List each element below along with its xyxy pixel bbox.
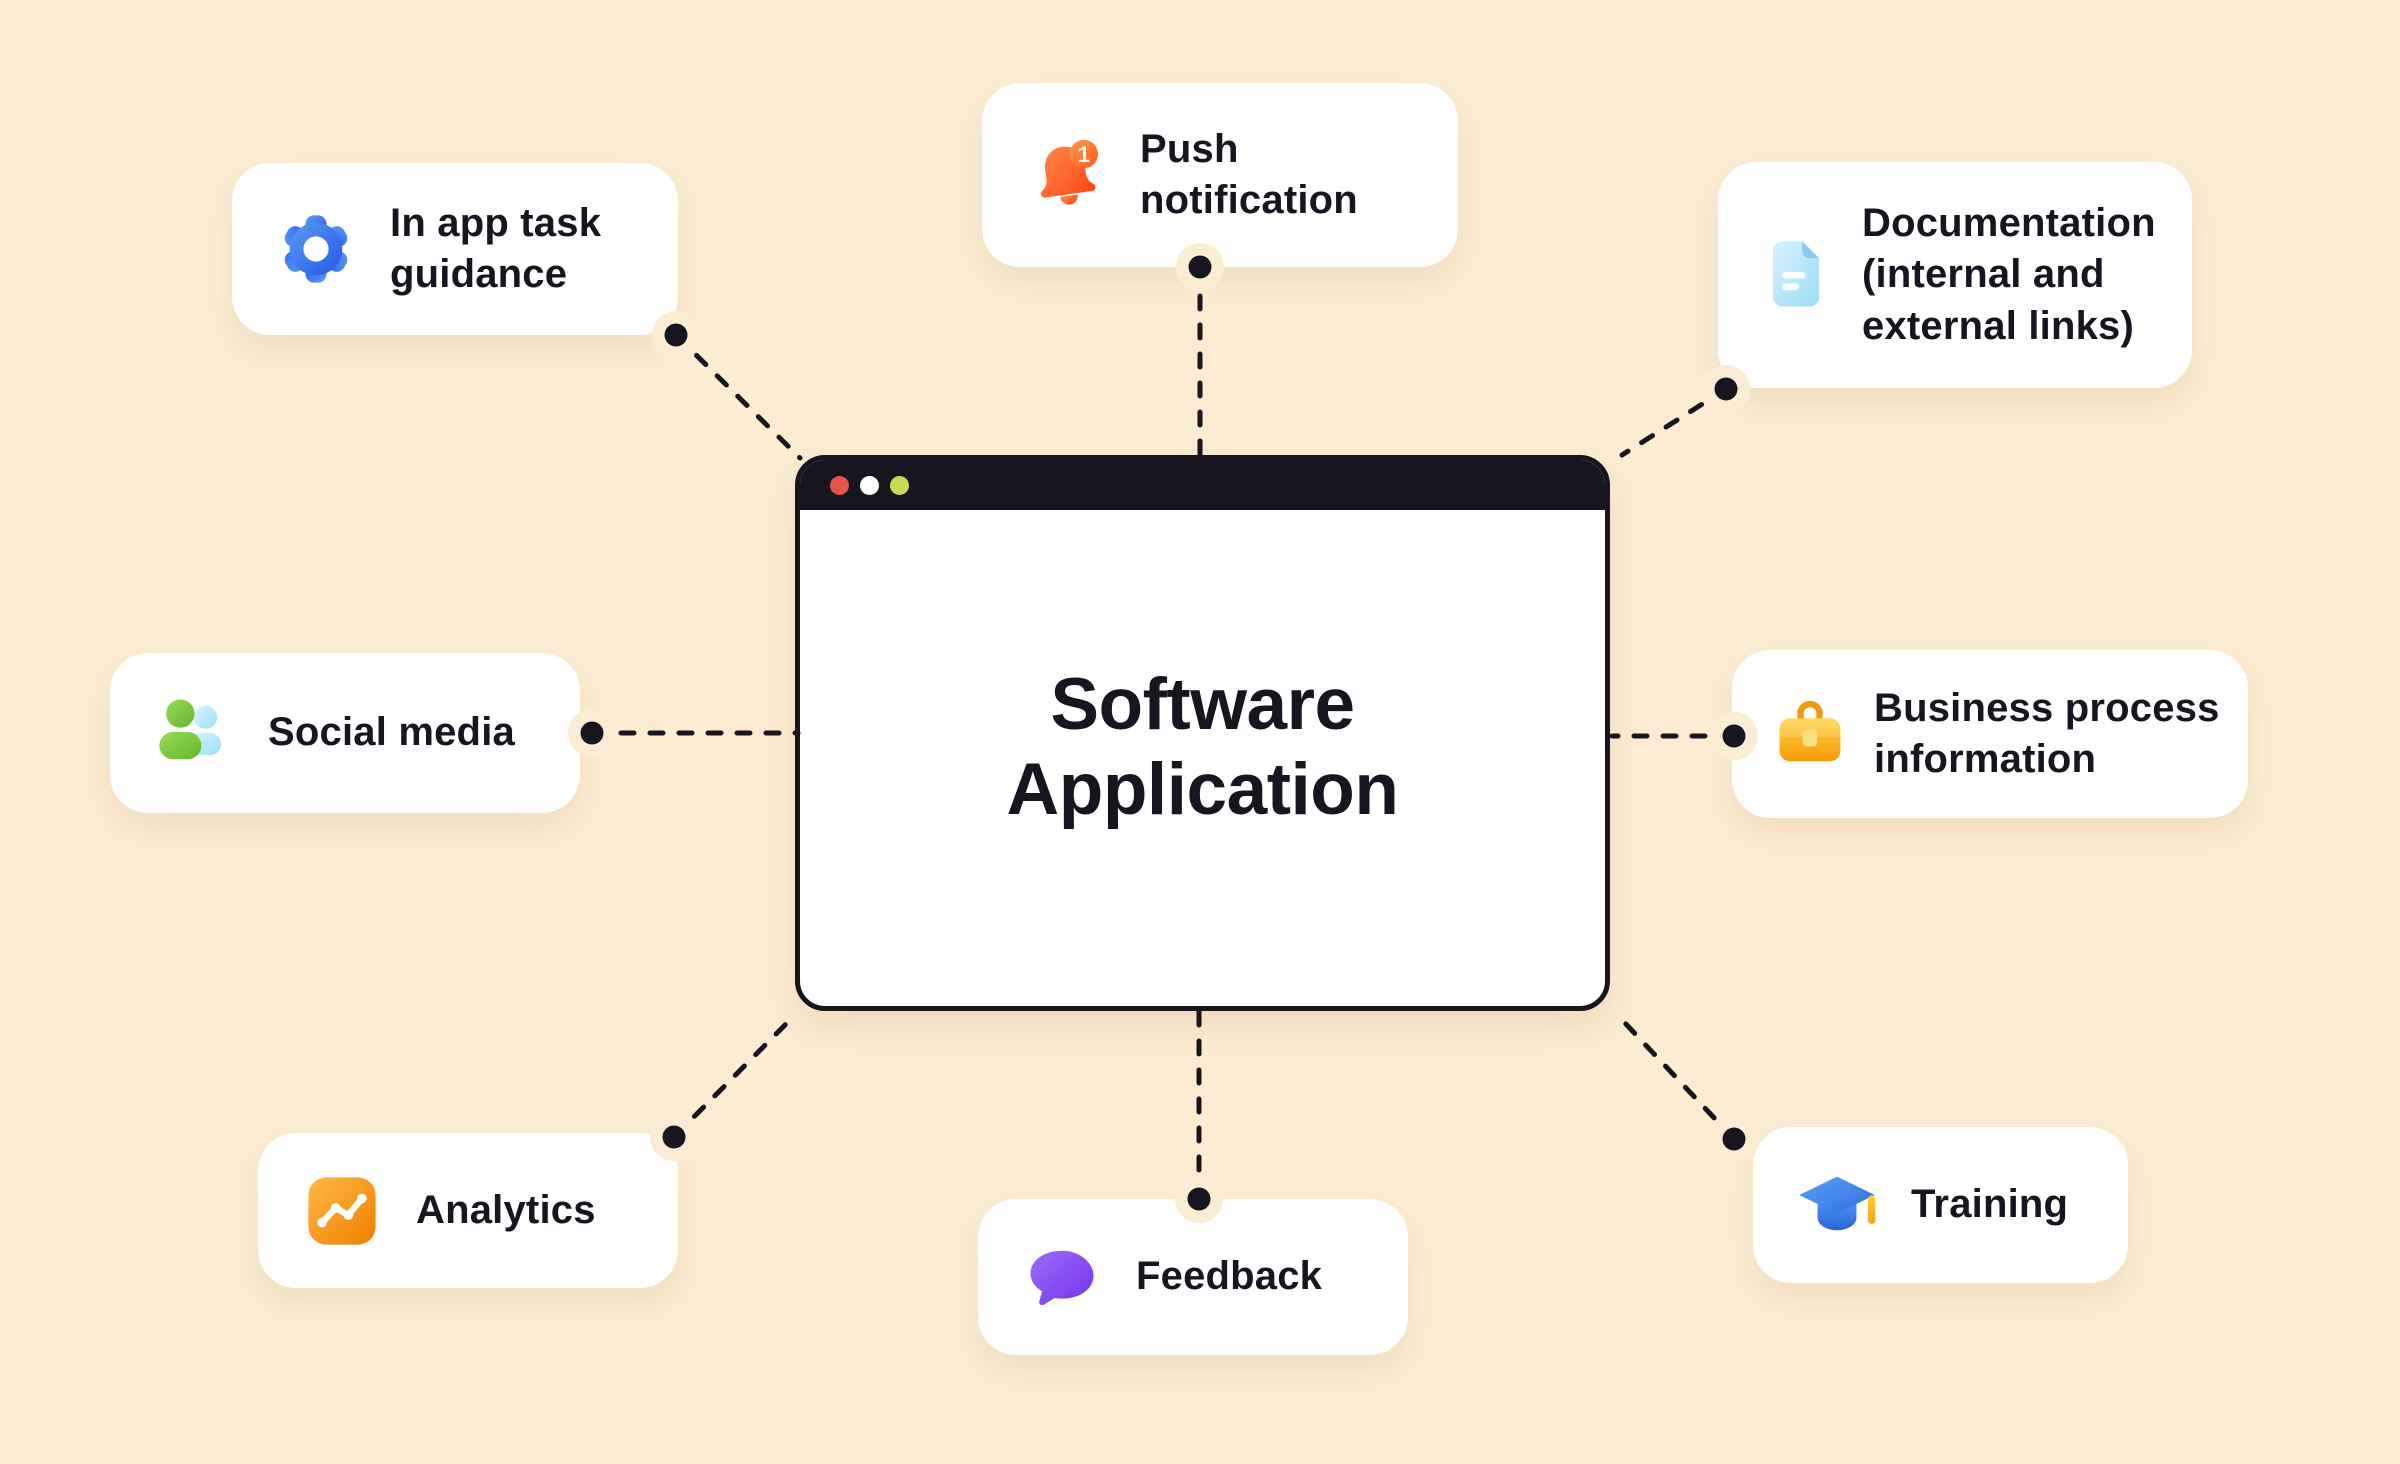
connector-dot-training (1722, 1127, 1746, 1151)
node-card-analytics: Analytics (258, 1133, 678, 1288)
browser-window: Software Application (795, 455, 1610, 1011)
bell-icon: 1 (1024, 133, 1108, 217)
gear-icon (274, 207, 358, 291)
briefcase-icon (1768, 692, 1852, 776)
speech-bubble-icon (1020, 1235, 1104, 1319)
maximize-button-icon (890, 475, 909, 495)
connector-line-training (1621, 1019, 1737, 1142)
node-label: Training (1911, 1182, 2069, 1227)
browser-content: Software Application (800, 510, 1605, 1006)
node-label: Analytics (416, 1187, 596, 1232)
graduation-cap-icon (1795, 1163, 1879, 1247)
node-card-social-media: Social media (110, 653, 580, 813)
connector-line-in-app-task-guidance (673, 332, 803, 461)
node-card-feedback: Feedback (978, 1199, 1408, 1355)
page-title: Software Application (1006, 663, 1399, 830)
node-card-documentation: Documentation (internal and external lin… (1718, 162, 2192, 388)
node-card-in-app-task-guidance: In app task guidance (232, 163, 678, 335)
minimize-button-icon (860, 475, 879, 495)
node-label: Feedback (1136, 1254, 1323, 1299)
document-icon (1754, 233, 1838, 317)
line-chart-icon (300, 1169, 384, 1253)
notification-badge-count: 1 (1078, 142, 1090, 167)
connector-line-analytics (671, 1019, 791, 1140)
connector-dot-social-media (580, 721, 604, 745)
node-label: Push notification (1140, 126, 1358, 222)
node-label: Social media (268, 710, 515, 755)
node-label: In app task guidance (390, 200, 602, 296)
node-label: Business process information (1874, 685, 2220, 781)
node-card-training: Training (1753, 1127, 2128, 1283)
node-label: Documentation (internal and external lin… (1862, 201, 2156, 348)
connector-dot-in-app-task-guidance (664, 323, 688, 347)
node-card-push-notification: 1 Push notification (982, 83, 1458, 267)
people-icon (152, 691, 236, 775)
connector-line-documentation (1619, 386, 1729, 458)
node-card-business-process-information: Business process information (1732, 650, 2248, 818)
browser-titlebar (800, 460, 1605, 510)
close-button-icon (830, 475, 849, 495)
